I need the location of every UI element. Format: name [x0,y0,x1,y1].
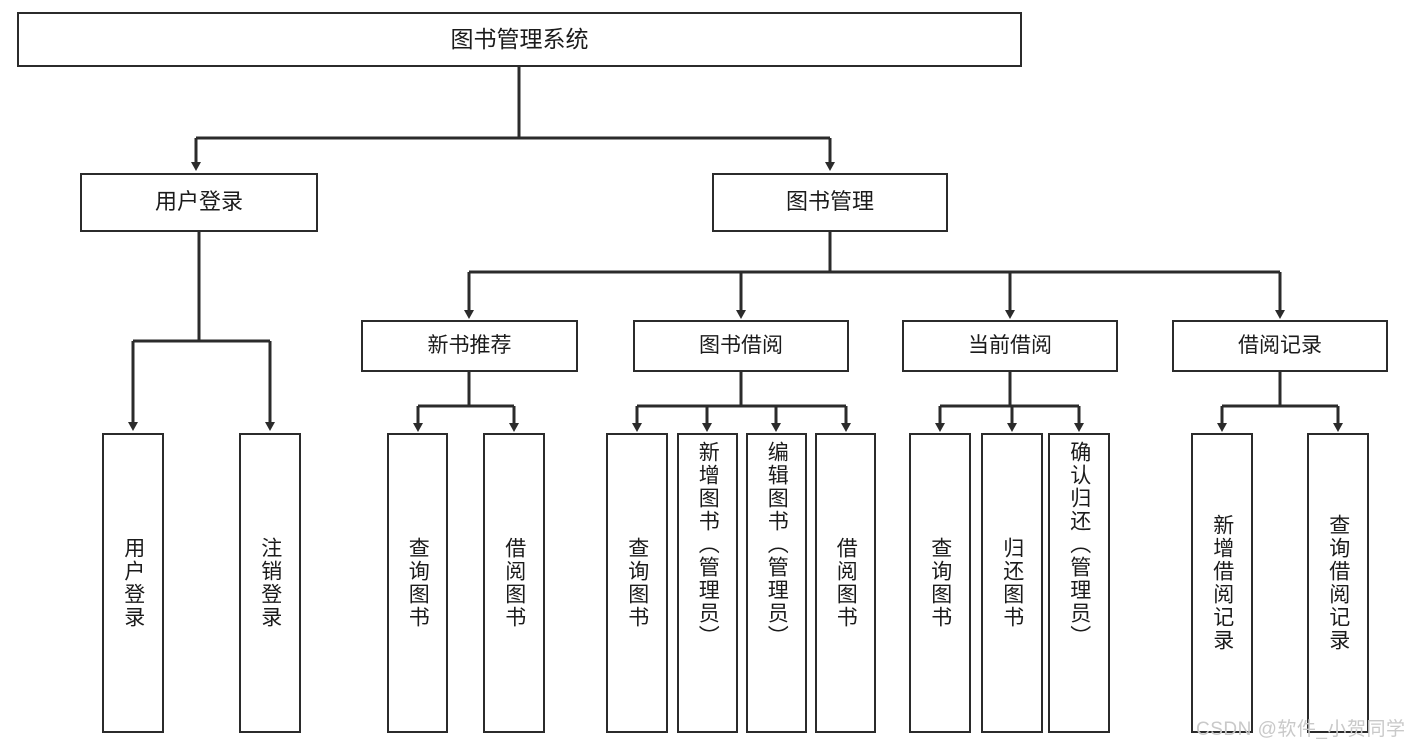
leaf-borrow-book[interactable]: 借阅图书 [815,433,876,733]
node-user-login[interactable]: 用户登录 [80,173,318,232]
leaf-logout[interactable]: 注销登录 [239,433,301,733]
node-new-book-recommend[interactable]: 新书推荐 [361,320,578,372]
leaf-return-book[interactable]: 归还图书 [981,433,1043,733]
leaf-edit-book-admin[interactable]: 编辑图书（管理员） [746,433,807,733]
leaf-query-book-recommend[interactable]: 查询图书 [387,433,448,733]
node-borrow-record[interactable]: 借阅记录 [1172,320,1388,372]
leaf-query-book-borrow[interactable]: 查询图书 [606,433,668,733]
leaf-add-borrow-record[interactable]: 新增借阅记录 [1191,433,1253,733]
leaf-borrow-book-recommend[interactable]: 借阅图书 [483,433,545,733]
leaf-user-login[interactable]: 用户登录 [102,433,164,733]
node-book-management[interactable]: 图书管理 [712,173,948,232]
leaf-add-book-admin[interactable]: 新增图书（管理员） [677,433,738,733]
node-root[interactable]: 图书管理系统 [17,12,1022,67]
leaf-query-book-current[interactable]: 查询图书 [909,433,971,733]
leaf-query-borrow-record[interactable]: 查询借阅记录 [1307,433,1369,733]
leaf-confirm-return-admin[interactable]: 确认归还（管理员） [1048,433,1110,733]
watermark: CSDN @软件_小贺同学 [1196,719,1405,740]
node-current-borrow[interactable]: 当前借阅 [902,320,1118,372]
node-book-borrow[interactable]: 图书借阅 [633,320,849,372]
